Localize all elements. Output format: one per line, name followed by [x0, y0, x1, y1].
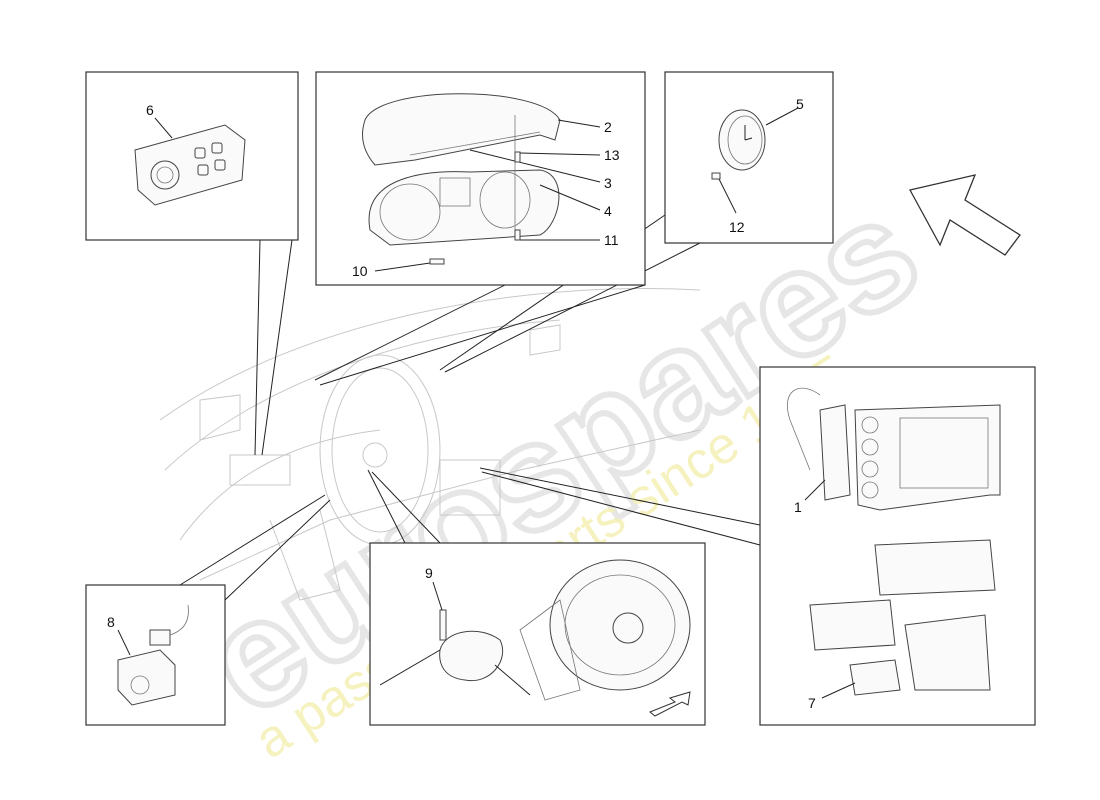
callout-3: 3 — [604, 175, 612, 191]
callout-6: 6 — [146, 102, 154, 118]
callout-1: 1 — [794, 499, 802, 515]
callout-13: 13 — [604, 147, 620, 163]
callout-11: 11 — [604, 232, 619, 248]
callout-10: 10 — [352, 263, 368, 279]
box-leaders — [179, 214, 761, 601]
box-center-console: 1 7 — [759, 366, 1036, 726]
direction-arrow-large — [909, 174, 1021, 256]
callout-4: 4 — [604, 203, 612, 219]
direction-arrow-small — [649, 691, 691, 717]
callout-2: 2 — [604, 119, 612, 135]
callout-12: 12 — [729, 219, 745, 235]
callout-8: 8 — [107, 614, 115, 630]
callout-5: 5 — [796, 96, 804, 112]
box-light-switch: 6 — [85, 71, 299, 241]
box-ignition-switch: 8 — [85, 584, 226, 726]
callout-7: 7 — [808, 695, 816, 711]
box-instrument-cluster: 2 13 3 4 11 10 — [315, 71, 646, 286]
box-steering-column: 9 — [369, 542, 706, 726]
callout-9: 9 — [425, 565, 433, 581]
box-clock: 5 12 — [664, 71, 834, 244]
